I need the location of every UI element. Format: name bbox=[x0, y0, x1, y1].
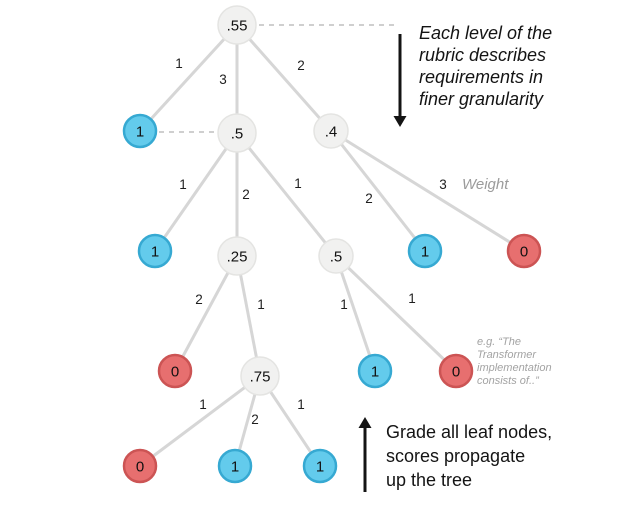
tree-node-fail bbox=[157, 353, 193, 389]
tree-node-pass bbox=[302, 448, 338, 484]
tree-node-label: .5 bbox=[330, 249, 343, 266]
edge-weight-label: 2 bbox=[365, 191, 373, 206]
tree-node-label: 0 bbox=[452, 364, 460, 381]
tree-edge bbox=[173, 255, 239, 372]
propagate-up-arrow-head bbox=[358, 417, 372, 428]
annotation-grade-leaves-line: Grade all leaf nodes, bbox=[386, 422, 553, 442]
annotation-example-line: implementation bbox=[477, 362, 552, 374]
tree-node-label: .75 bbox=[250, 369, 271, 386]
tree-edge bbox=[334, 254, 458, 373]
edge-weight-label: 2 bbox=[297, 58, 305, 73]
tree-node-label: 1 bbox=[421, 244, 429, 261]
tree-node-score bbox=[313, 113, 349, 149]
tree-edge bbox=[334, 255, 377, 372]
tree-node-label: .25 bbox=[227, 249, 248, 266]
edge-weight-label: 1 bbox=[179, 177, 187, 192]
annotation-example-line: consists of..” bbox=[477, 375, 539, 387]
tree-node-pass bbox=[217, 448, 253, 484]
tree-node-score bbox=[217, 236, 257, 276]
tree-edge bbox=[235, 255, 262, 377]
annotation-granularity-line: finer granularity bbox=[419, 89, 544, 109]
annotation-granularity: Each level of the rubric describes requi… bbox=[419, 22, 552, 110]
tree-node-pass bbox=[407, 233, 443, 269]
tree-node-pass bbox=[122, 113, 158, 149]
annotation-grade-leaves: Grade all leaf nodes, scores propagate u… bbox=[386, 420, 552, 492]
annotation-granularity-line: rubric describes bbox=[419, 45, 547, 65]
finer-granularity-arrow-head bbox=[393, 116, 407, 127]
tree-node-label: 0 bbox=[520, 244, 528, 261]
edge-weight-label: 3 bbox=[219, 72, 227, 87]
tree-edge bbox=[235, 24, 333, 132]
tree-node-fail bbox=[438, 353, 474, 389]
annotation-granularity-line: Each level of the bbox=[419, 23, 553, 43]
tree-node-fail bbox=[122, 448, 158, 484]
tree-node-pass bbox=[357, 353, 393, 389]
edge-weight-label: 1 bbox=[199, 397, 207, 412]
tree-node-label: 0 bbox=[136, 459, 144, 476]
tree-node-score bbox=[217, 5, 257, 45]
tree-node-score bbox=[217, 113, 257, 153]
tree-node-label: 1 bbox=[136, 124, 144, 141]
tree-node-fail bbox=[506, 233, 542, 269]
tree-edge bbox=[139, 374, 261, 468]
annotation-granularity-line: requirements in bbox=[419, 67, 544, 87]
edge-weight-label: 2 bbox=[195, 292, 203, 307]
edge-weight-label: 3 bbox=[439, 177, 447, 192]
edge-weight-label: 2 bbox=[251, 412, 259, 427]
tree-edge bbox=[138, 23, 239, 133]
edge-weight-label: 2 bbox=[242, 187, 250, 202]
edge-weight-label: 1 bbox=[408, 291, 416, 306]
annotation-grade-leaves-line: scores propagate bbox=[386, 446, 526, 466]
tree-node-label: 1 bbox=[151, 244, 159, 261]
tree-node-label: 1 bbox=[316, 459, 324, 476]
annotation-example-line: e.g. “The bbox=[477, 336, 522, 348]
tree-node-label: 1 bbox=[231, 459, 239, 476]
edge-weight-label: 1 bbox=[257, 297, 265, 312]
tree-node-label: 0 bbox=[171, 364, 179, 381]
tree-node-label: .55 bbox=[227, 18, 248, 35]
tree-edge bbox=[235, 132, 338, 257]
edge-weight-label: 1 bbox=[175, 56, 183, 71]
annotation-grade-leaves-line: up the tree bbox=[386, 470, 473, 490]
tree-edge bbox=[153, 132, 239, 252]
tree-edge bbox=[330, 129, 525, 253]
edge-weight-label: 1 bbox=[340, 297, 348, 312]
tree-edge bbox=[329, 130, 427, 252]
tree-node-label: 1 bbox=[371, 364, 379, 381]
edge-weight-label: 1 bbox=[297, 397, 305, 412]
edge-weight-label: 1 bbox=[294, 176, 302, 191]
tree-node-label: .4 bbox=[325, 124, 338, 141]
annotation-example-line: Transformer bbox=[477, 349, 537, 361]
tree-node-score bbox=[240, 356, 280, 396]
tree-node-label: .5 bbox=[231, 126, 244, 143]
tree-node-score bbox=[318, 238, 354, 274]
annotation-example: e.g. “The Transformer implementation con… bbox=[477, 336, 552, 388]
weight-label: Weight bbox=[462, 176, 509, 193]
tree-node-pass bbox=[137, 233, 173, 269]
